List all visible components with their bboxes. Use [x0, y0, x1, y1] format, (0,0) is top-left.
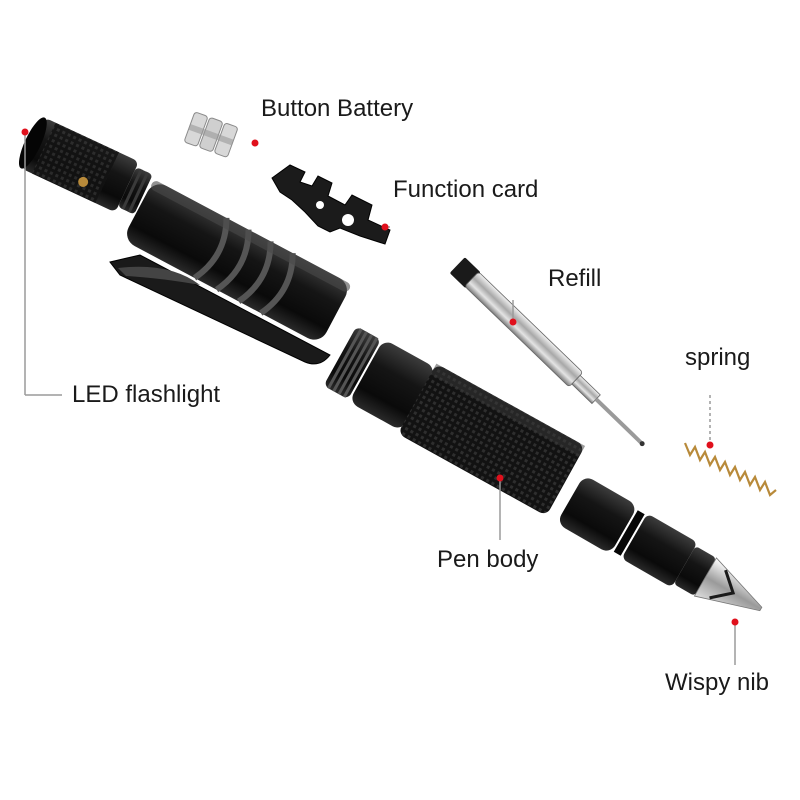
marker-dot: [252, 140, 259, 147]
spring: [685, 443, 776, 495]
label-function-card: Function card: [393, 178, 538, 202]
label-refill: Refill: [548, 267, 601, 291]
marker-dot: [510, 319, 517, 326]
led-flashlight-head: [14, 114, 155, 220]
marker-dot: [732, 619, 739, 626]
label-wispy-nib: Wispy nib: [665, 671, 769, 695]
label-spring: spring: [685, 346, 750, 370]
marker-dot: [382, 224, 389, 231]
marker-dot: [707, 442, 714, 449]
label-pen-body: Pen body: [437, 548, 538, 572]
function-card: [272, 165, 390, 244]
marker-dot: [497, 475, 504, 482]
label-button-battery: Button Battery: [261, 97, 413, 121]
button-battery: [184, 112, 238, 158]
pen-tip-section: [556, 475, 775, 633]
label-led-flashlight: LED flashlight: [72, 383, 220, 407]
marker-dot: [22, 129, 29, 136]
